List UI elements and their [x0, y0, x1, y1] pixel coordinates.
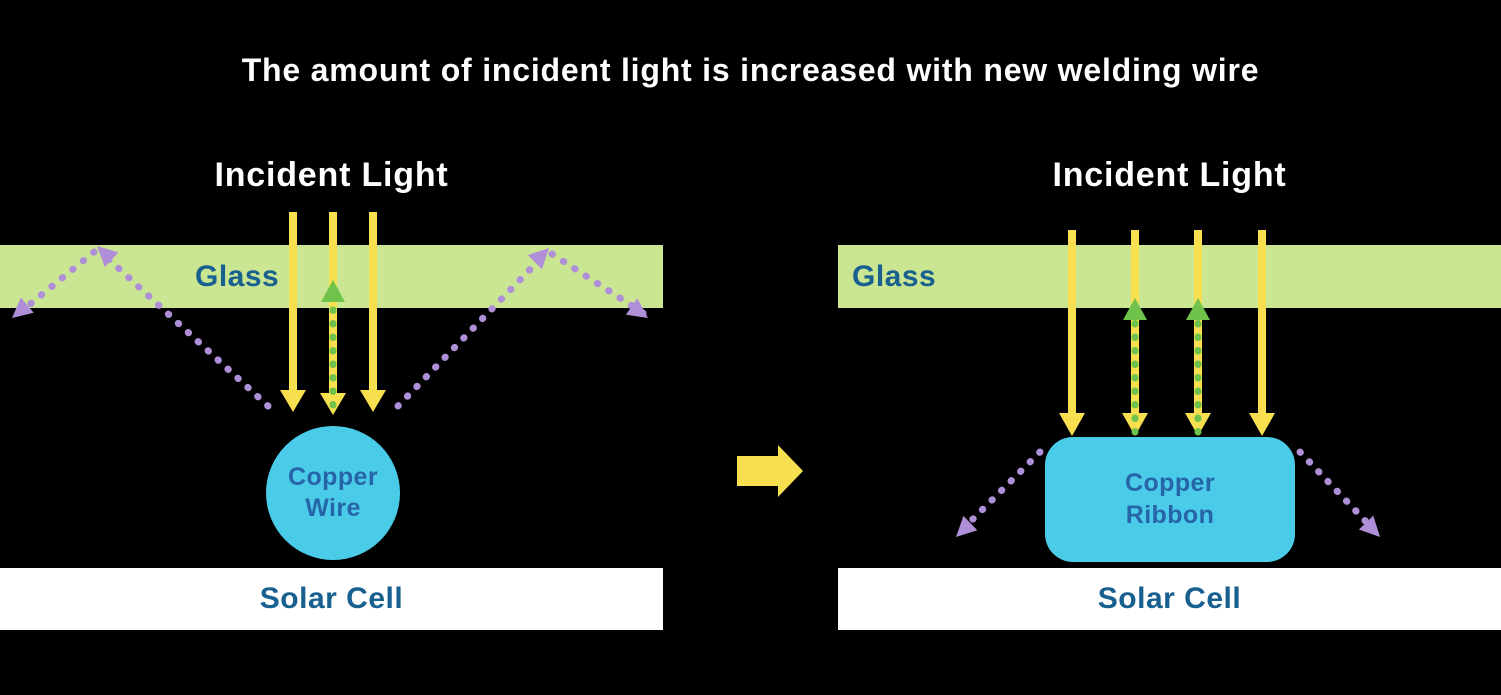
diagram-title: The amount of incident light is increase… — [241, 52, 1260, 88]
incident-light-arrow — [320, 212, 346, 415]
scattered-light-arrow-left — [956, 448, 1044, 537]
incident-light-label-right: Incident Light — [1052, 156, 1287, 194]
incident-light-arrow — [360, 212, 386, 412]
copper-wire-label-line2: Wire — [305, 494, 361, 522]
glass-layer-left: Glass — [0, 245, 663, 308]
incident-light-label-left: Incident Light — [214, 156, 449, 194]
solar-cell-label-right: Solar Cell — [1097, 582, 1242, 615]
incident-light-arrow — [280, 212, 306, 412]
scattered-light-arrow-right — [1296, 448, 1380, 537]
solar-cell-label-left: Solar Cell — [259, 582, 404, 615]
solar-cell-layer-right: Solar Cell — [838, 568, 1501, 630]
upward-reflected-light-arrow — [1186, 298, 1210, 436]
glass-label-left: Glass — [195, 260, 280, 293]
copper-wire-shape: Copper Wire — [266, 426, 400, 560]
transition-arrow-icon — [737, 445, 803, 497]
upward-reflected-light-arrow — [1123, 298, 1147, 436]
copper-ribbon-label-line1: Copper — [1125, 469, 1215, 498]
solar-cell-layer-left: Solar Cell — [0, 568, 663, 630]
copper-wire-label-line1: Copper — [288, 462, 378, 491]
glass-label-right: Glass — [852, 260, 937, 293]
copper-ribbon-label-line2: Ribbon — [1125, 500, 1215, 529]
copper-ribbon-shape: Copper Ribbon — [1045, 437, 1295, 562]
glass-layer-right: Glass — [838, 245, 1501, 308]
